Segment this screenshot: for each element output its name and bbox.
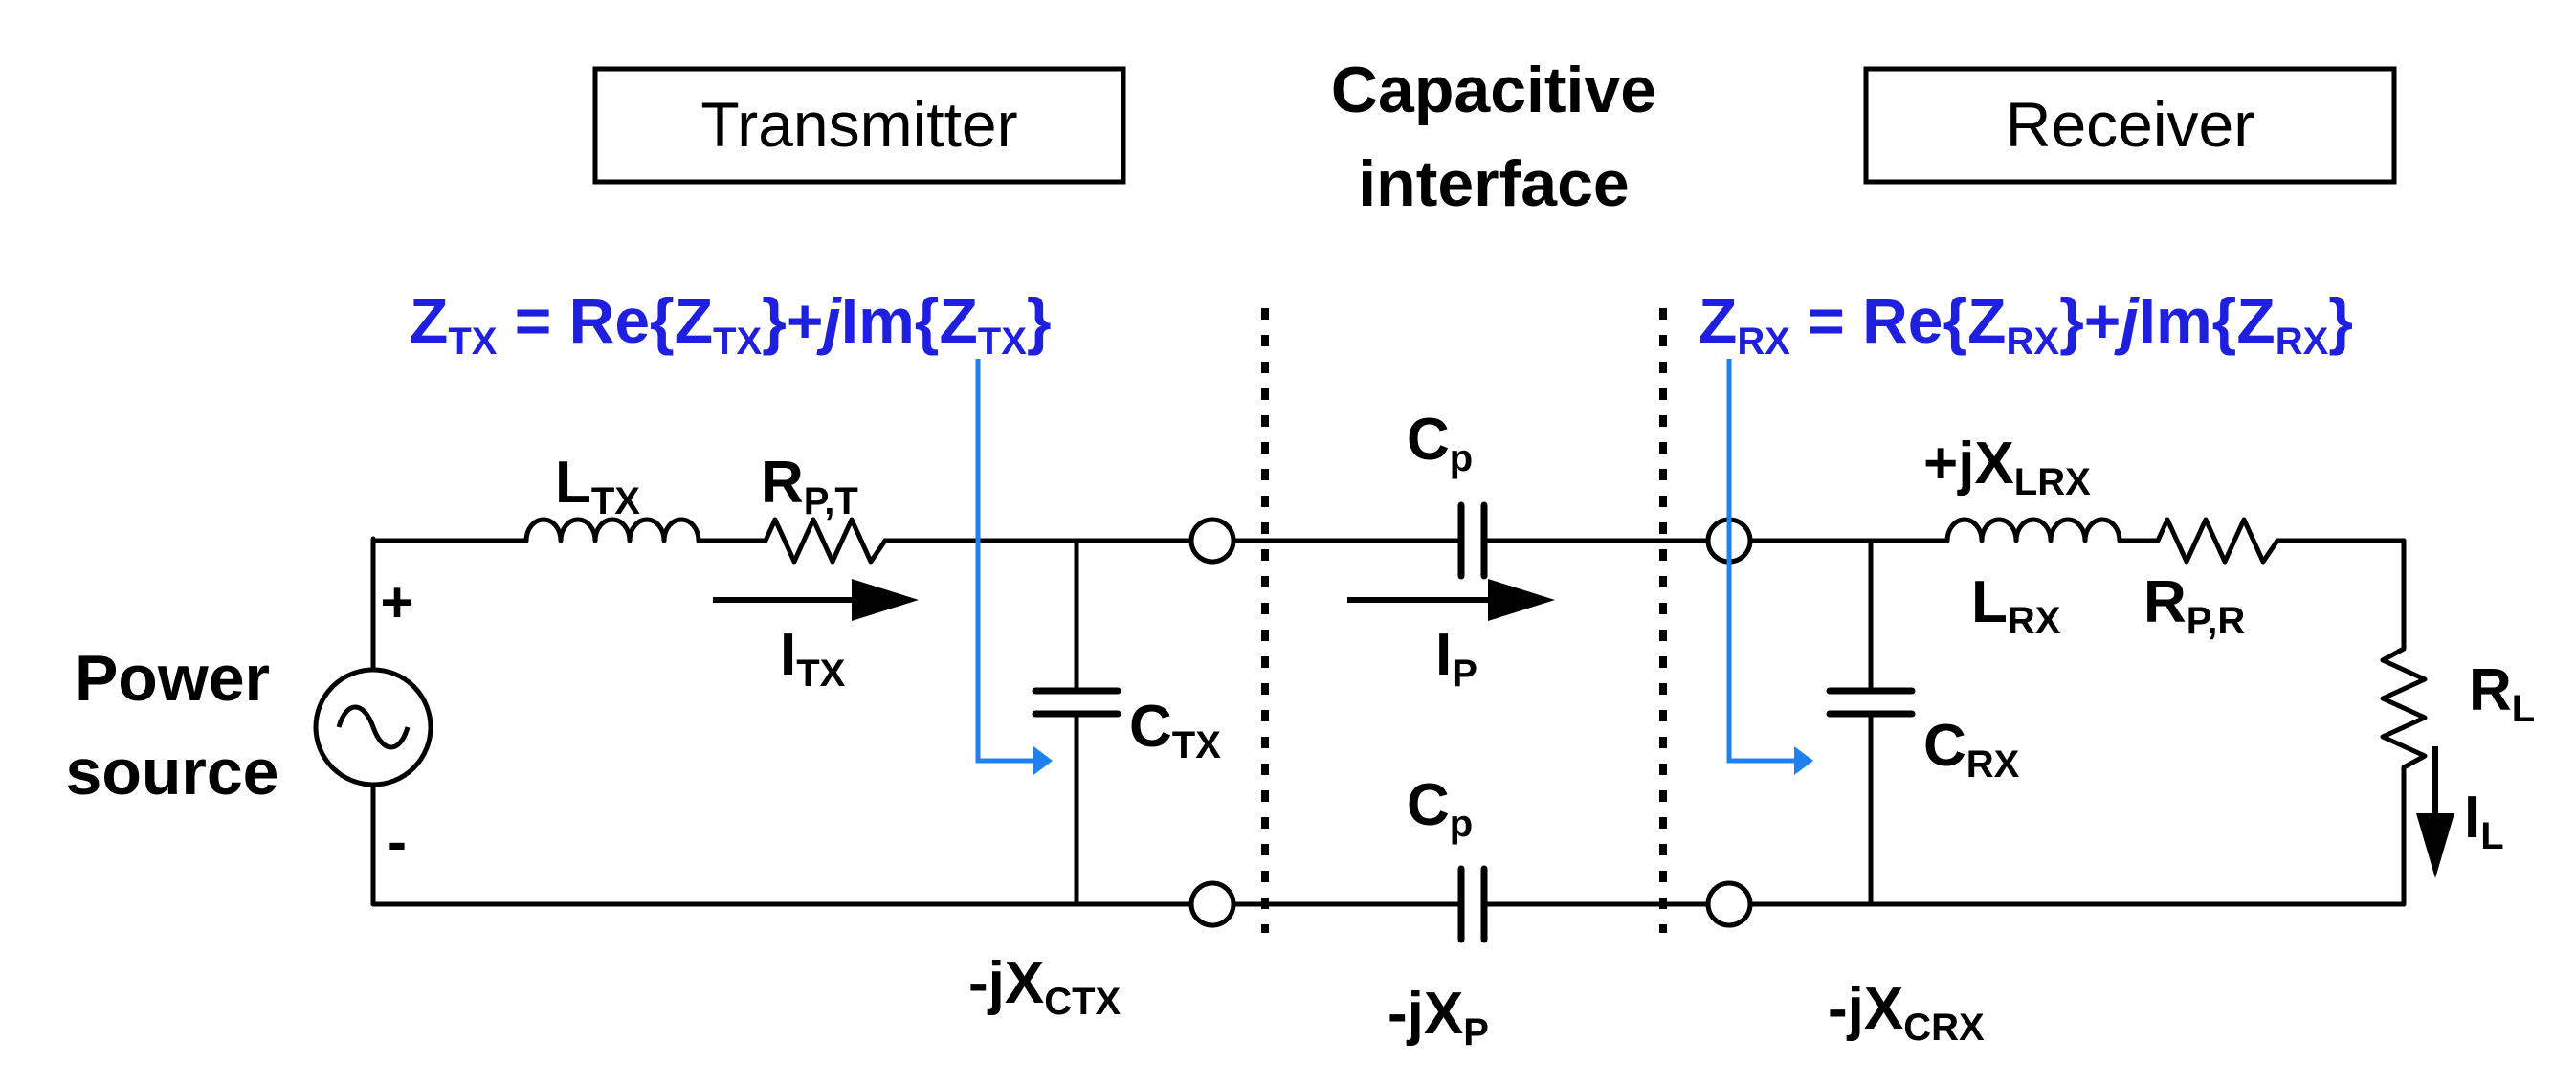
receiver-label: Receiver: [2006, 89, 2254, 160]
capacitive-interface-title-2: interface: [1358, 147, 1629, 220]
inductor-ltx: [523, 517, 701, 543]
label-rpt: RP,T: [761, 450, 858, 522]
resistor-rpr: [2155, 517, 2280, 565]
label-ip: IP: [1435, 622, 1477, 695]
capacitive-interface-title-1: Capacitive: [1331, 54, 1656, 126]
label-xctx: -jXCTX: [968, 950, 1121, 1023]
current-arrows: [713, 579, 2454, 878]
resistor-rpt: [763, 517, 888, 565]
power-source-label-2: source: [66, 736, 279, 809]
rx-impedance-equation: ZRX = Re{ZRX}+jIm{ZRX}: [1699, 285, 2353, 363]
label-itx: ITX: [780, 622, 846, 695]
transmitter-box: Transmitter: [592, 66, 1126, 185]
wires: [370, 501, 2428, 943]
label-il: IL: [2464, 785, 2504, 857]
label-lrx: LRX: [1971, 569, 2061, 642]
label-ctx: CTX: [1129, 694, 1221, 766]
receiver-box: Receiver: [1863, 66, 2397, 185]
label-xlrx: +jXLRX: [1923, 431, 2091, 503]
label-xp: -jXP: [1388, 981, 1489, 1053]
impedance-arrows: [975, 359, 1813, 775]
transmitter-label: Transmitter: [700, 89, 1017, 160]
power-source-label-1: Power: [75, 642, 270, 715]
label-rl: RL: [2469, 657, 2535, 730]
resistor-rl: [2380, 646, 2428, 770]
ac-source-icon: [313, 667, 433, 787]
source-minus: -: [388, 809, 407, 874]
label-ltx: LTX: [555, 450, 640, 522]
label-crx: CRX: [1923, 713, 2020, 786]
label-cp-bottom: Cp: [1407, 772, 1473, 845]
label-cp-top: Cp: [1407, 407, 1473, 479]
tx-impedance-equation: ZTX = Re{ZTX}+jIm{ZTX}: [410, 285, 1052, 363]
inductor-lrx: [1944, 517, 2122, 543]
source-plus: +: [380, 570, 413, 634]
label-rpr: RP,R: [2143, 569, 2245, 642]
label-xcrx: -jXCRX: [1828, 976, 1985, 1049]
